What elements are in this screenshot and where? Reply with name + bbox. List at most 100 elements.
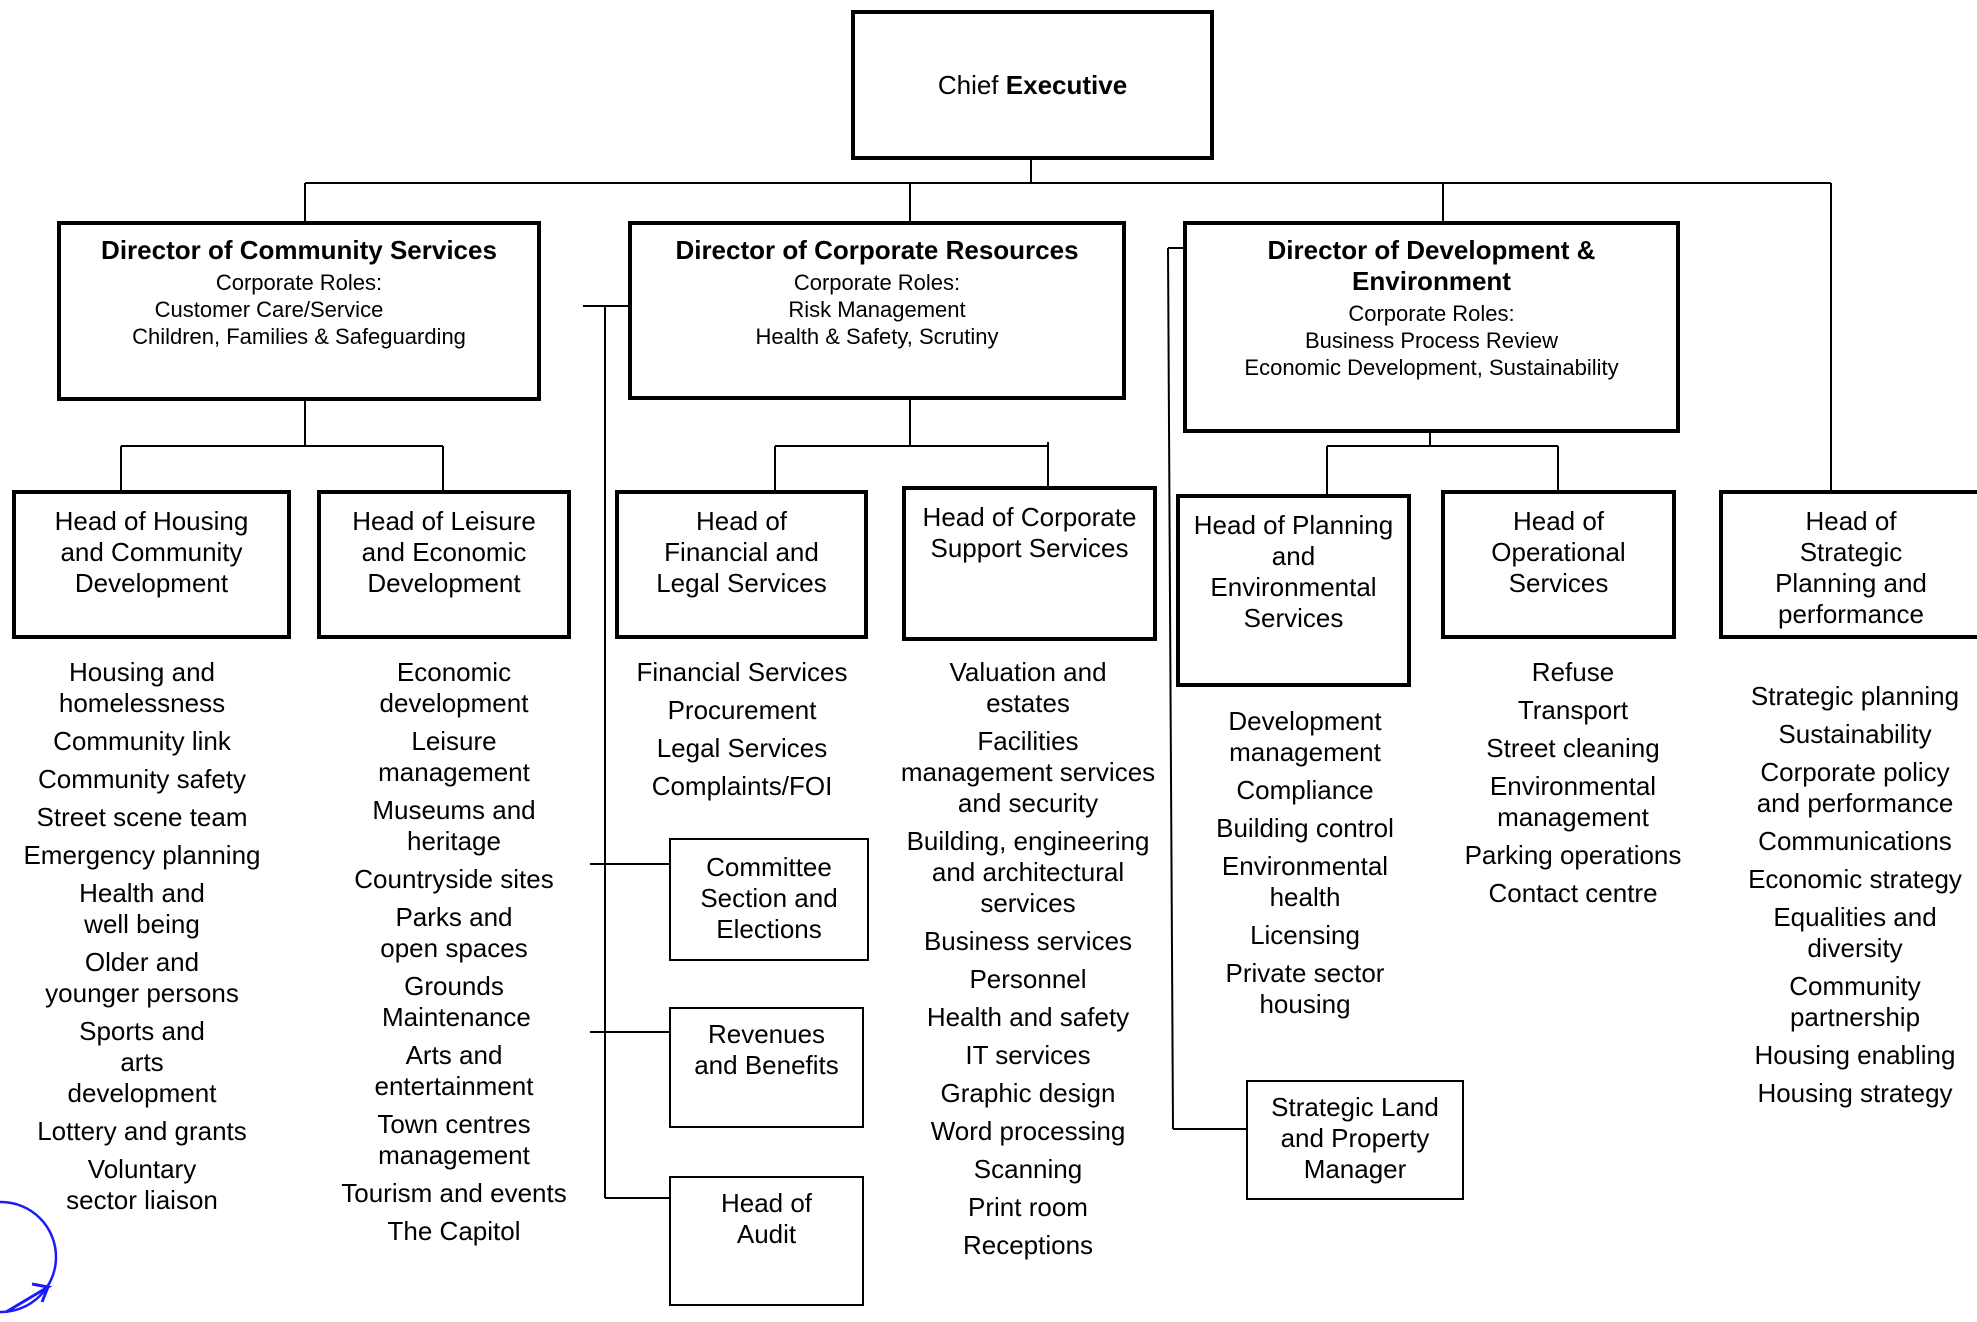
logo-icon bbox=[0, 1200, 58, 1314]
list-item: Street cleaning bbox=[1486, 733, 1660, 763]
corporate-support-services-list: Valuation and estates Facilities managem… bbox=[897, 657, 1159, 1268]
list-item: Scanning bbox=[973, 1154, 1083, 1184]
list-item: Personnel bbox=[969, 964, 1087, 994]
list-item: Town centres management bbox=[377, 1109, 531, 1170]
list-item: Sports and arts development bbox=[67, 1016, 217, 1108]
list-item: Voluntary sector liaison bbox=[66, 1154, 218, 1215]
strategic-land-box: Strategic Land and Property Manager bbox=[1246, 1080, 1464, 1200]
list-item: Housing and homelessness bbox=[58, 657, 226, 718]
list-item: Licensing bbox=[1250, 920, 1360, 950]
revenues-benefits-title: Revenues and Benefits bbox=[694, 1019, 839, 1080]
chief-executive-title: Chief Executive bbox=[938, 70, 1127, 101]
director-corporate-title: Director of Corporate Resources bbox=[675, 235, 1079, 265]
committee-section-title: Committee Section and Elections bbox=[700, 852, 838, 944]
list-item: Receptions bbox=[962, 1230, 1094, 1260]
head-financial-title: Head of Financial and Legal Services bbox=[656, 506, 827, 598]
role-line: Corporate Roles: bbox=[793, 270, 961, 295]
list-item: Economic strategy bbox=[1748, 864, 1962, 894]
strategic-land-title: Strategic Land and Property Manager bbox=[1271, 1092, 1439, 1184]
director-development-title: Director of Development & Environment bbox=[1267, 235, 1596, 296]
list-item: Countryside sites bbox=[354, 864, 554, 894]
head-leisure-title: Head of Leisure and Economic Development bbox=[352, 506, 536, 598]
list-item: Community link bbox=[53, 726, 231, 756]
list-item: IT services bbox=[965, 1040, 1091, 1070]
list-item: Emergency planning bbox=[23, 840, 261, 870]
revenues-benefits-box: Revenues and Benefits bbox=[669, 1007, 864, 1128]
list-item: Health and safety bbox=[926, 1002, 1130, 1032]
list-item: Parks and open spaces bbox=[380, 902, 528, 963]
head-leisure-box: Head of Leisure and Economic Development bbox=[317, 490, 571, 639]
list-item: Grounds Maintenance bbox=[382, 971, 531, 1032]
planning-services-list: Development management Compliance Buildi… bbox=[1185, 706, 1425, 1027]
list-item: Community safety bbox=[37, 764, 247, 794]
head-operational-box: Head of Operational Services bbox=[1441, 490, 1676, 639]
list-item: Lottery and grants bbox=[37, 1116, 247, 1146]
list-item: Legal Services bbox=[656, 733, 828, 763]
list-item: Housing strategy bbox=[1757, 1078, 1953, 1108]
list-item: Sustainability bbox=[1778, 719, 1932, 749]
head-planning-title: Head of Planning and Environmental Servi… bbox=[1193, 510, 1394, 633]
role-line: Economic Development, Sustainability bbox=[1244, 355, 1619, 380]
list-item: Environmental health bbox=[1221, 851, 1389, 912]
list-item: Business services bbox=[923, 926, 1133, 956]
connector-lines bbox=[120, 158, 1832, 1199]
head-housing-box: Head of Housing and Community Developmen… bbox=[12, 490, 291, 639]
role-line: Corporate Roles: bbox=[215, 270, 383, 295]
list-item: Equalities and diversity bbox=[1773, 902, 1937, 963]
list-item: Tourism and events bbox=[341, 1178, 567, 1208]
role-line: Health & Safety, Scrutiny bbox=[755, 324, 999, 349]
committee-section-box: Committee Section and Elections bbox=[669, 838, 869, 961]
role-line: Children, Families & Safeguarding bbox=[132, 324, 466, 349]
list-item: Print room bbox=[968, 1192, 1088, 1222]
list-item: Building control bbox=[1216, 813, 1394, 843]
list-item: Museums and heritage bbox=[372, 795, 536, 856]
role-line: Corporate Roles: bbox=[1348, 301, 1515, 326]
financial-services-list: Financial Services Procurement Legal Ser… bbox=[612, 657, 872, 809]
list-item: Compliance bbox=[1236, 775, 1374, 805]
list-item: Leisure management bbox=[378, 726, 530, 787]
director-development-box: Director of Development & Environment Co… bbox=[1183, 221, 1680, 433]
head-of-audit-box: Head of Audit bbox=[669, 1176, 864, 1306]
head-financial-box: Head of Financial and Legal Services bbox=[615, 490, 868, 639]
list-item: Communications bbox=[1758, 826, 1952, 856]
list-item: Graphic design bbox=[940, 1078, 1116, 1108]
list-item: Building, engineering and architectural … bbox=[906, 826, 1150, 918]
head-strategic-title: Head of Strategic Planning and performan… bbox=[1775, 506, 1927, 629]
list-item: Housing enabling bbox=[1754, 1040, 1956, 1070]
list-item: Corporate policy and performance bbox=[1756, 757, 1954, 818]
strategic-services-list: Strategic planning Sustainability Corpor… bbox=[1730, 681, 1977, 1116]
chief-title-bold: Executive bbox=[1005, 69, 1128, 100]
list-item: The Capitol bbox=[387, 1216, 521, 1246]
list-item: Facilities management services and secur… bbox=[900, 726, 1156, 818]
list-item: Transport bbox=[1517, 695, 1629, 725]
director-corporate-box: Director of Corporate Resources Corporat… bbox=[628, 221, 1126, 400]
role-line: Customer Care/Service bbox=[154, 297, 384, 322]
head-corporate-support-box: Head of Corporate Support Services bbox=[902, 486, 1157, 641]
head-housing-title: Head of Housing and Community Developmen… bbox=[54, 506, 249, 598]
list-item: Contact centre bbox=[1488, 878, 1658, 908]
list-item: Street scene team bbox=[36, 802, 248, 832]
role-line: Business Process Review bbox=[1304, 328, 1559, 353]
head-corporate-support-title: Head of Corporate Support Services bbox=[922, 502, 1137, 563]
role-line: Risk Management bbox=[788, 297, 966, 322]
director-community-box: Director of Community Services Corporate… bbox=[57, 221, 541, 401]
operational-services-list: Refuse Transport Street cleaning Environ… bbox=[1445, 657, 1701, 916]
list-item: Financial Services bbox=[636, 657, 848, 687]
leisure-services-list: Economic development Leisure management … bbox=[322, 657, 586, 1254]
list-item: Environmental management bbox=[1489, 771, 1657, 832]
list-item: Complaints/FOI bbox=[651, 771, 833, 801]
director-community-title: Director of Community Services bbox=[101, 235, 497, 265]
list-item: Arts and entertainment bbox=[374, 1040, 534, 1101]
chief-executive-box: Chief Executive bbox=[851, 10, 1214, 160]
list-item: Refuse bbox=[1531, 657, 1615, 687]
head-operational-title: Head of Operational Services bbox=[1491, 506, 1626, 598]
list-item: Word processing bbox=[930, 1116, 1126, 1146]
chief-title-plain: Chief bbox=[937, 69, 999, 100]
list-item: Development management bbox=[1228, 706, 1382, 767]
list-item: Older and younger persons bbox=[45, 947, 239, 1008]
list-item: Strategic planning bbox=[1750, 681, 1960, 711]
head-strategic-box: Head of Strategic Planning and performan… bbox=[1719, 490, 1977, 639]
list-item: Valuation and estates bbox=[949, 657, 1107, 718]
housing-services-list: Housing and homelessness Community link … bbox=[12, 657, 272, 1223]
list-item: Health and well being bbox=[79, 878, 205, 939]
